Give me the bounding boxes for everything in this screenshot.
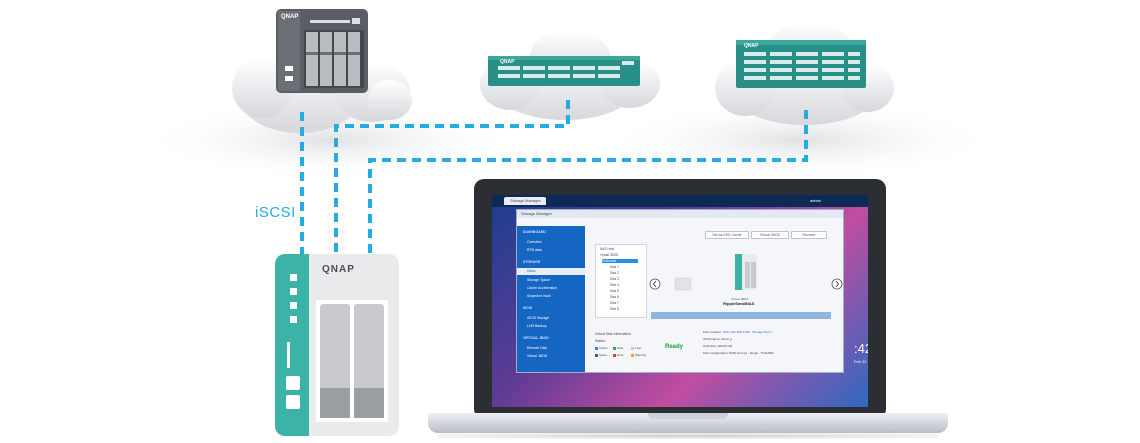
storage-manager-window: Storage Manager DASHBOARD Overview RTB d…: [516, 209, 844, 373]
legend-label: Warning: [635, 353, 647, 357]
two-bay-nas-logo: QNAP: [322, 264, 355, 275]
laptop: Storage Manager admin Storage Manager DA…: [428, 175, 948, 443]
laptop-bezel: Storage Manager admin Storage Manager DA…: [474, 179, 886, 419]
info-location-label: Disk Location:: [703, 330, 722, 334]
device-type: Virtual JBOD: [731, 297, 749, 301]
qts-top-bar: Storage Manager admin: [492, 195, 868, 207]
enclosure-icon: [674, 277, 692, 291]
legend-item: Data: [613, 346, 623, 350]
legend-swatch: [595, 346, 598, 350]
legend-swatch: [631, 346, 634, 350]
legend-swatch: [613, 353, 616, 357]
sidebar-item-disks[interactable]: Disks: [527, 269, 536, 273]
rack-server-2-logo: QNAP: [744, 43, 759, 49]
prev-arrow-icon[interactable]: [649, 278, 661, 290]
legend-item: Warning: [631, 353, 646, 357]
desktop-date: Feb 22: [854, 359, 867, 364]
laptop-base: [428, 413, 948, 433]
tree-node[interactable]: Virtual JBOD: [600, 253, 619, 257]
sidebar-item[interactable]: Overview: [527, 240, 542, 244]
virtual-jbod-button[interactable]: Virtual JBOD: [751, 231, 789, 239]
device-tree: NAS Host Virtual JBOD Enclosure Disk 1 D…: [595, 244, 647, 318]
iscsi-label: iSCSI: [255, 204, 296, 221]
laptop-shadow: [438, 433, 938, 439]
floor-shadow: [140, 100, 520, 180]
sidebar-group: STORAGE: [523, 260, 541, 264]
sidebar-item[interactable]: Cache Acceleration: [527, 286, 558, 290]
app-tab[interactable]: Storage Manager: [504, 197, 546, 205]
info-line: iSCSI Name: Ghazi_jt: [703, 337, 733, 341]
tree-node[interactable]: Disk 1: [610, 265, 619, 269]
next-arrow-icon[interactable]: [831, 278, 843, 290]
laptop-screen: Storage Manager admin Storage Manager DA…: [492, 195, 868, 407]
tower-nas-logo: QNAP: [281, 14, 299, 20]
sidebar-item[interactable]: Remote Disk: [527, 346, 548, 350]
tree-node[interactable]: Disk 2: [610, 271, 619, 275]
window-title: Storage Manager: [517, 210, 843, 218]
legend-label: Error: [617, 353, 624, 357]
legend-item: Free: [631, 346, 641, 350]
iscsi-links: [300, 100, 808, 256]
info-line: Total Size: 900.00 GB: [703, 344, 733, 348]
link-rack-2: [368, 110, 808, 256]
tree-node[interactable]: Disk 5: [610, 289, 619, 293]
user-menu[interactable]: admin: [810, 198, 821, 203]
sidebar-item[interactable]: iSCSI Storage: [527, 316, 550, 320]
device-name: RippleSmallNAS: [723, 301, 755, 306]
tree-node[interactable]: Disk 7: [610, 301, 619, 305]
info-line: Disk Configuration: RAID Group1 , Single…: [703, 351, 774, 355]
status-sub-label: Status:: [595, 339, 606, 343]
link-rack-1: [334, 100, 570, 256]
sidebar-group: VIRTUAL JBOD: [523, 336, 549, 340]
legend-item: Error: [613, 353, 624, 357]
rack-server-1-logo: QNAP: [500, 59, 515, 65]
tree-node[interactable]: NAS Host: [600, 247, 614, 251]
legend-item: Cache: [595, 346, 608, 350]
recover-button[interactable]: Recover: [791, 231, 827, 239]
legend-label: Cache: [599, 346, 608, 350]
device-preview: [649, 254, 843, 291]
tree-node[interactable]: Disk 6: [610, 295, 619, 299]
tower-nas-server: [276, 9, 368, 93]
legend-item: Spare: [595, 353, 607, 357]
two-bay-nas: [275, 254, 399, 436]
desktop-clock: :42: [854, 341, 868, 356]
sidebar-item[interactable]: LUN Backup: [527, 324, 547, 328]
set-ssd-cache-button[interactable]: Set as SSD Cache: [705, 231, 749, 239]
sidebar-group: iSCSI: [523, 306, 533, 310]
legend-swatch: [613, 346, 616, 350]
sidebar-item[interactable]: Storage Space: [527, 278, 551, 282]
rack-server-2: [736, 40, 866, 88]
device-action-bar: [651, 312, 831, 319]
sidebar: DASHBOARD Overview RTB data STORAGE Disk…: [517, 226, 585, 372]
info-line: Disk Location: NAS: 192.168.1.100 , Stor…: [703, 330, 772, 334]
sidebar-item[interactable]: Virtual JBOD: [527, 354, 548, 358]
tree-node[interactable]: Disk 8: [610, 307, 619, 311]
info-location-link[interactable]: NAS: 192.168.1.100 , Storage Pool 1: [722, 330, 773, 334]
laptop-notch: [648, 413, 728, 419]
legend-label: Data: [617, 346, 624, 350]
sidebar-item[interactable]: Snapshot Vault: [527, 294, 551, 298]
status-section-label: Virtual Disk Information: [595, 332, 632, 336]
sidebar-selection: [517, 268, 585, 275]
tree-node[interactable]: Disk 4: [610, 283, 619, 287]
legend-label: Free: [635, 346, 642, 350]
rack-server-1: [488, 56, 640, 86]
legend-swatch: [595, 353, 598, 357]
sidebar-item[interactable]: RTB data: [527, 248, 542, 252]
tree-node-selected[interactable]: Enclosure: [602, 259, 638, 263]
status-value: Ready: [665, 344, 684, 350]
sidebar-group: DASHBOARD: [523, 230, 546, 234]
legend-swatch: [631, 353, 634, 357]
legend-label: Spare: [599, 353, 608, 357]
tree-node[interactable]: Disk 3: [610, 277, 619, 281]
